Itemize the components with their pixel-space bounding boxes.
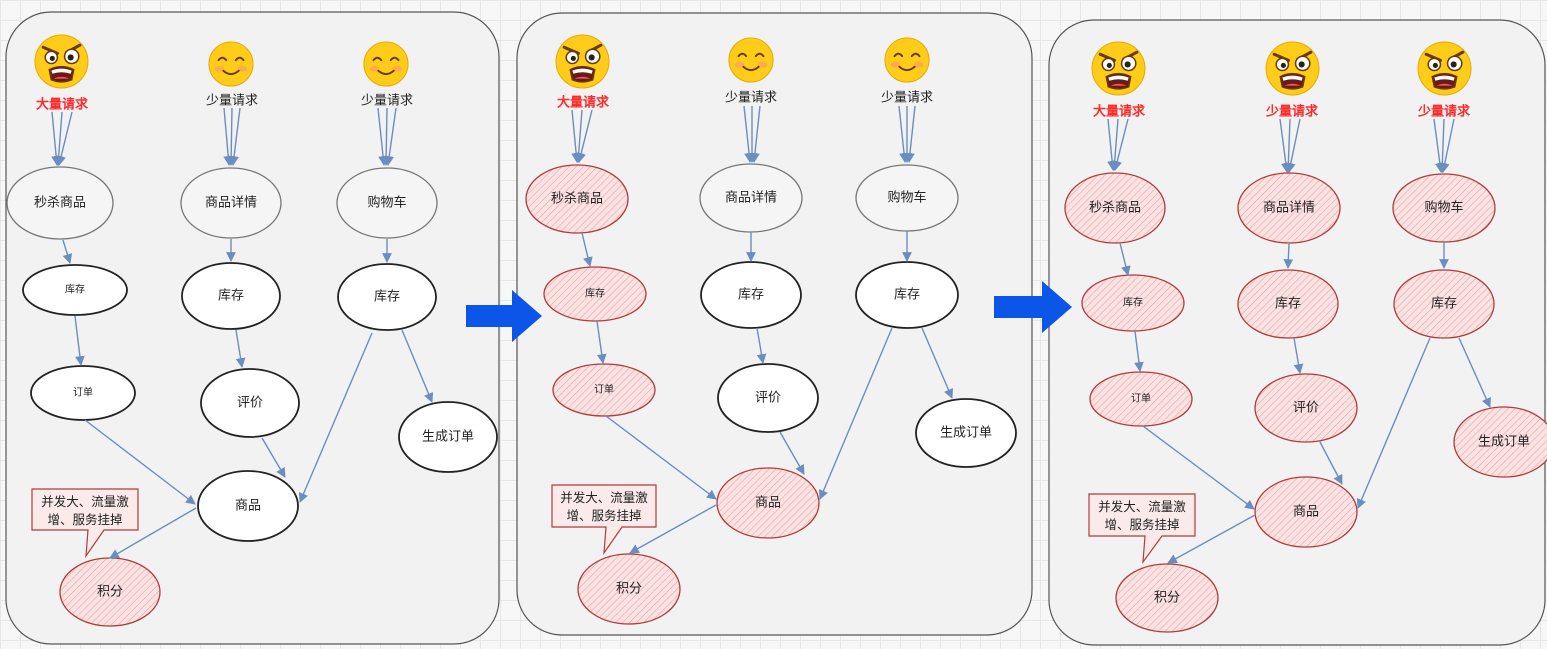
node-label: 生成订单 xyxy=(940,426,992,441)
smiling-face-icon xyxy=(883,36,931,84)
node-review xyxy=(1254,373,1358,443)
node-label: 商品详情 xyxy=(1263,201,1315,216)
node-label: 购物车 xyxy=(1424,200,1463,216)
node-label: 订单 xyxy=(73,387,93,399)
node-stock xyxy=(337,263,437,331)
node-label: 商品 xyxy=(1293,505,1319,520)
node-product xyxy=(716,467,820,539)
node-review xyxy=(717,363,819,433)
node-points xyxy=(577,553,681,625)
node-label: 库存 xyxy=(738,287,764,303)
node-label: 积分 xyxy=(97,585,123,600)
request-label: 少量请求 xyxy=(361,94,413,109)
smiling-face-icon xyxy=(207,40,255,88)
node-label: 积分 xyxy=(616,582,642,597)
node-label: 购物车 xyxy=(367,195,406,211)
node-label: 积分 xyxy=(1154,591,1180,606)
callout-line: 并发大、流量激 xyxy=(560,490,648,505)
flow-arrow-1 xyxy=(466,290,542,342)
request-label: 少量请求 xyxy=(881,91,933,106)
request-label: 少量请求 xyxy=(725,91,777,106)
flow-arrow-2 xyxy=(994,281,1072,333)
callout-line: 并发大、流量激 xyxy=(41,494,129,509)
callout-line: 并发大、流量激 xyxy=(1098,499,1186,514)
node-label: 购物车 xyxy=(887,190,926,206)
node-label: 商品详情 xyxy=(725,191,777,206)
node-seckill-product xyxy=(6,166,114,240)
callout-line: 增、服务挂掉 xyxy=(1104,517,1179,532)
node-label: 评价 xyxy=(755,391,781,406)
node-stock xyxy=(1081,274,1185,332)
node-stock xyxy=(700,261,802,329)
panel-2-content: 大量请求 少量请求 少量请求 秒杀商品 商品详情 购物车 库存 库存 库存 订单… xyxy=(525,33,1017,625)
node-label: 库存 xyxy=(1275,296,1301,312)
node-label: 库存 xyxy=(1123,296,1143,309)
node-product xyxy=(1254,476,1358,548)
angry-face-icon xyxy=(1264,40,1321,97)
panel-1-content: 大量请求 少量请求 少量请求 秒杀商品 商品详情 购物车 库存 库存 库存 订单… xyxy=(6,33,498,627)
callout-line: 增、服务挂掉 xyxy=(47,512,122,527)
node-seckill-product xyxy=(1064,172,1166,244)
request-label: 少量请求 xyxy=(206,94,258,109)
node-label: 秒杀商品 xyxy=(34,196,86,211)
request-label: 大量请求 xyxy=(1093,104,1146,120)
node-label: 订单 xyxy=(1131,393,1151,405)
node-label: 评价 xyxy=(237,396,263,411)
node-stock xyxy=(181,262,281,330)
node-order xyxy=(552,363,656,417)
node-product xyxy=(197,470,299,542)
node-label: 生成订单 xyxy=(422,430,474,445)
node-label: 订单 xyxy=(594,384,614,396)
node-create-order xyxy=(1453,406,1547,478)
request-label: 少量请求 xyxy=(1265,104,1319,120)
smiling-face-icon xyxy=(362,40,410,88)
node-stock xyxy=(855,261,959,329)
angry-face-icon xyxy=(1090,40,1147,97)
callout-line: 增、服务挂掉 xyxy=(566,508,641,523)
node-review xyxy=(200,368,300,438)
node-stock xyxy=(22,264,128,316)
node-order xyxy=(30,365,136,421)
smiling-face-icon xyxy=(727,36,775,84)
node-stock xyxy=(1393,269,1495,339)
node-label: 评价 xyxy=(1293,401,1319,416)
node-label: 商品 xyxy=(755,496,781,511)
request-label: 大量请求 xyxy=(36,97,89,113)
angry-face-icon xyxy=(554,33,611,90)
node-label: 库存 xyxy=(218,288,244,304)
node-label: 秒杀商品 xyxy=(1089,201,1141,216)
request-label: 少量请求 xyxy=(1417,104,1471,120)
node-product-detail xyxy=(180,167,282,239)
node-label: 商品详情 xyxy=(205,196,257,211)
node-stock xyxy=(543,266,647,322)
node-stock xyxy=(1237,269,1339,339)
node-cart xyxy=(336,167,438,239)
callout-box xyxy=(551,484,657,556)
node-label: 库存 xyxy=(1431,296,1457,312)
node-points xyxy=(1115,563,1219,633)
node-label: 库存 xyxy=(374,289,400,305)
node-create-order xyxy=(915,398,1017,468)
node-seckill-product xyxy=(525,164,629,234)
angry-face-icon xyxy=(33,33,90,90)
callout-box xyxy=(1088,493,1196,565)
node-label: 生成订单 xyxy=(1478,435,1530,450)
callout-box xyxy=(31,488,139,559)
angry-face-icon xyxy=(1416,40,1473,97)
node-label: 库存 xyxy=(65,283,85,296)
panel-3-content: 大量请求 少量请求 少量请求 秒杀商品 商品详情 购物车 库存 库存 库存 订单… xyxy=(1064,40,1547,633)
request-label: 大量请求 xyxy=(557,95,610,111)
node-label: 库存 xyxy=(585,287,605,300)
node-order xyxy=(1089,371,1193,427)
node-create-order xyxy=(398,401,498,473)
node-label: 库存 xyxy=(894,287,920,303)
node-label: 商品 xyxy=(235,499,261,514)
node-label: 秒杀商品 xyxy=(551,192,603,207)
